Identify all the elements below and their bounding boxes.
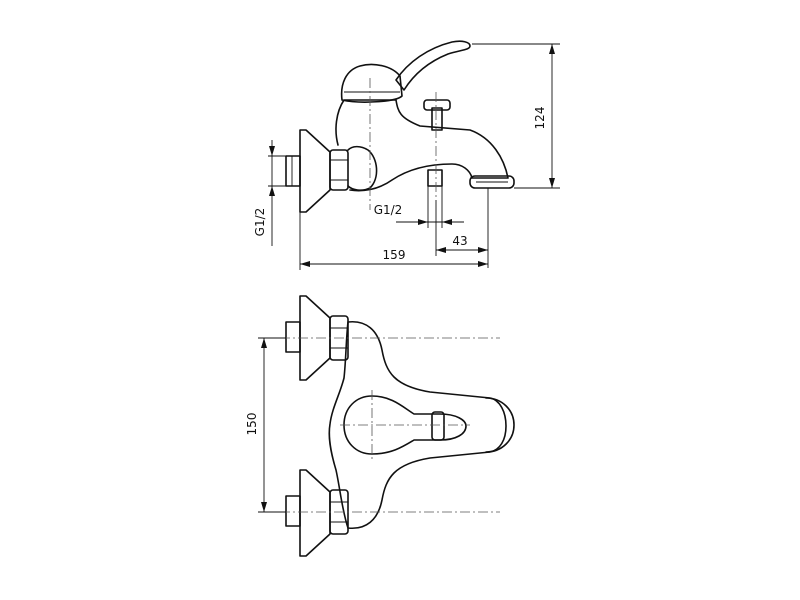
dim-inlet-spacing: 150 (245, 337, 286, 513)
dim-total-length-label: 159 (383, 248, 406, 262)
dim-outlet-offset: 43 (435, 188, 489, 268)
side-outlet-stub (427, 169, 443, 187)
side-inlet-stub (285, 155, 301, 187)
top-body (328, 321, 507, 529)
top-view (280, 295, 515, 557)
side-cartridge-cap (340, 63, 403, 103)
side-diverter-knob (423, 99, 451, 111)
side-aerator (469, 175, 515, 189)
top-lower-inlet-stub (285, 495, 301, 527)
side-wall-flange (299, 129, 331, 213)
dim-inlet-spacing-label: 150 (245, 413, 259, 436)
top-upper-inlet-stub (285, 321, 301, 353)
dim-outlet-offset-label: 43 (452, 234, 467, 248)
top-spout-end (485, 397, 515, 453)
side-body (347, 145, 378, 191)
top-diverter-knob (431, 411, 445, 441)
top-lower-flange (299, 469, 331, 557)
dim-height-label: 124 (533, 107, 547, 130)
side-diverter-stem (431, 107, 443, 131)
dim-thread-left-label: G1/2 (253, 208, 267, 237)
dim-height: 124 (472, 43, 560, 189)
side-view (285, 40, 515, 213)
dim-total-length: 159 (299, 212, 488, 270)
side-nut (329, 149, 349, 191)
side-lever (395, 40, 471, 91)
dim-thread-left: G1/2 (253, 140, 286, 246)
dim-thread-outlet: G1/2 (374, 186, 464, 228)
dim-thread-outlet-label: G1/2 (374, 203, 403, 217)
